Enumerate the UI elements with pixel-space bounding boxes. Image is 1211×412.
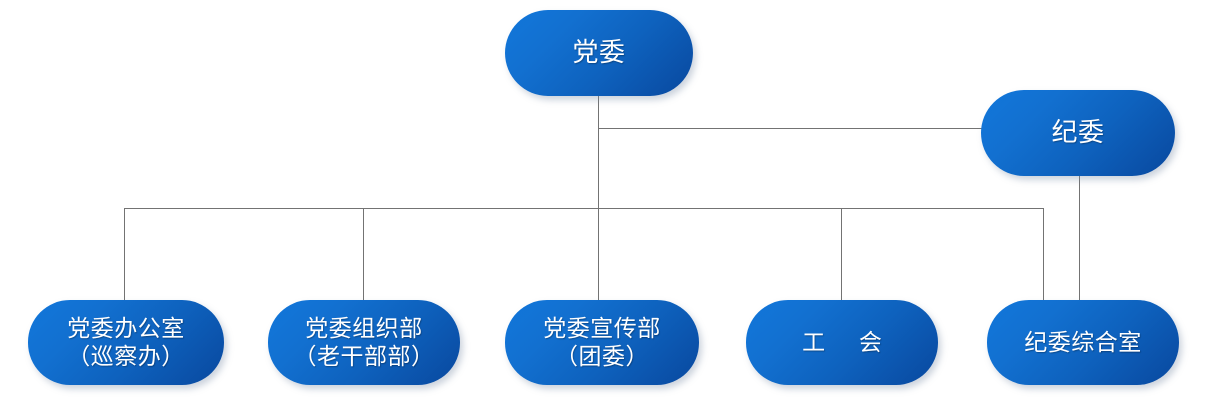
- node-dangwei[interactable]: 党委: [505, 10, 693, 96]
- connector-root-stem: [598, 96, 599, 209]
- node-dangwei-zuzhibu[interactable]: 党委组织部 （老干部部）: [268, 300, 460, 385]
- node-jiwei-zonghe-shi[interactable]: 纪委综合室: [987, 300, 1179, 385]
- node-dangwei-bangongshi-label: 党委办公室 （巡察办）: [67, 316, 185, 369]
- node-dangwei-zuzhibu-label: 党委组织部 （老干部部）: [293, 316, 435, 369]
- node-gonghui-label: 工 会: [802, 329, 896, 355]
- connector-jiwei-to-zonghe-shi: [1079, 176, 1080, 301]
- connector-drop-dangwei-zuzhibu: [363, 208, 364, 301]
- node-jiwei-zonghe-shi-label: 纪委综合室: [1024, 329, 1142, 355]
- node-dangwei-xuanchuanbu[interactable]: 党委宣传部 （团委）: [505, 300, 699, 385]
- node-dangwei-label: 党委: [572, 37, 626, 67]
- node-gonghui[interactable]: 工 会: [746, 300, 938, 385]
- connector-drop-dangwei-xuanchuanbu: [598, 208, 599, 301]
- connector-level3-bus: [124, 208, 1044, 209]
- connector-root-to-jiwei: [598, 128, 983, 129]
- node-dangwei-bangongshi[interactable]: 党委办公室 （巡察办）: [28, 300, 224, 385]
- connector-drop-dangwei-bangongshi: [124, 208, 125, 301]
- connector-drop-gonghui: [841, 208, 842, 301]
- connector-drop-jiwei-zonghe-shi: [1043, 208, 1044, 301]
- node-dangwei-xuanchuanbu-label: 党委宣传部 （团委）: [543, 316, 661, 369]
- node-jiwei-label: 纪委: [1051, 117, 1105, 147]
- node-jiwei[interactable]: 纪委: [981, 90, 1175, 176]
